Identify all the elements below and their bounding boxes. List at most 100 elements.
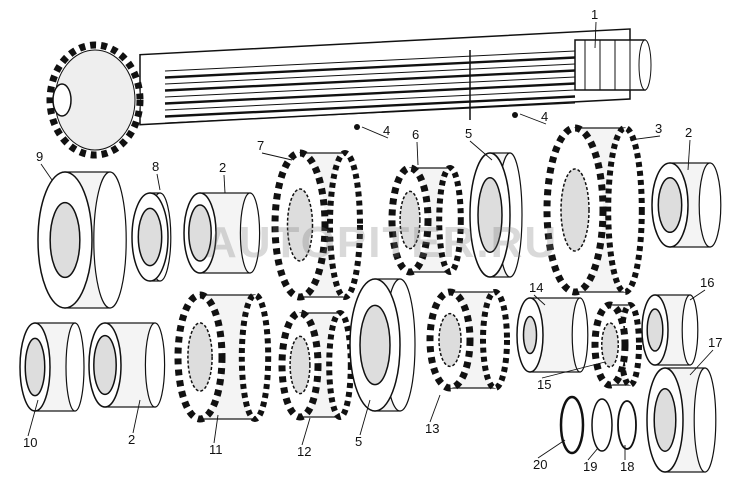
gear-6-bore [399, 190, 421, 250]
callout-leader [537, 439, 566, 459]
leader-lines [27, 21, 714, 461]
callout-label: 15 [537, 377, 552, 392]
callout-leader [132, 399, 141, 434]
gear-13-back [480, 289, 510, 391]
callout-leader [594, 21, 597, 49]
shaft-spline [164, 102, 576, 124]
callout-label: 3 [655, 121, 663, 136]
bearing-17-back [693, 367, 717, 473]
callout-label: 13 [425, 421, 440, 436]
bushing-2-right-back [698, 162, 722, 248]
callout-leader [587, 447, 599, 461]
shaft-end-face [638, 39, 652, 91]
synchro-5-lower-bore [359, 304, 391, 386]
bushing-2-lower-back [144, 322, 166, 408]
callout-leader [27, 399, 39, 437]
bushing-2-lower-bore [93, 334, 117, 396]
callout-label: 16 [700, 275, 715, 290]
bushing-14-bore [522, 315, 538, 355]
callout-leader [519, 113, 547, 125]
ring-19 [591, 398, 613, 452]
main-shaft [139, 28, 652, 126]
callout-leader [687, 139, 691, 171]
callout-leader [301, 417, 311, 446]
callout-leader [469, 140, 493, 161]
bushing-2-upper [183, 192, 261, 274]
shaft-spline [164, 76, 576, 98]
bearing-9-bore [49, 201, 81, 279]
gear-12-back [326, 310, 354, 420]
bushing-2-upper-back [239, 192, 261, 274]
gear-11-back [238, 292, 272, 422]
callout-leader [359, 399, 371, 436]
callout-label: 17 [708, 335, 723, 350]
synchro-5-lower [349, 278, 416, 412]
hub-15-bore [601, 322, 619, 368]
synchro-5-upper [469, 152, 523, 278]
shaft-splines [164, 50, 576, 124]
callout-label: 5 [465, 126, 473, 141]
shaft-spline [164, 63, 576, 85]
callout-label: 6 [412, 127, 420, 142]
parts-group [19, 112, 722, 473]
callout-label: 1 [591, 7, 599, 22]
bushing-16 [641, 294, 699, 366]
callout-label: 5 [355, 434, 363, 449]
gear-7-bore [286, 188, 314, 262]
callout-leader [416, 141, 419, 166]
callout-leader [213, 414, 219, 444]
shaft-spline [164, 50, 576, 72]
gear-11 [174, 291, 272, 423]
bearing-17-bore [653, 388, 677, 452]
bushing-14-back [571, 297, 589, 373]
ring-8 [131, 192, 172, 282]
gear-13-bore [438, 312, 462, 368]
gear-3-back [605, 125, 645, 295]
pin-4 [354, 124, 360, 130]
gear-6-back [436, 165, 464, 275]
bearing-9-back [93, 171, 127, 309]
pin-4 [512, 112, 518, 118]
callout-leader [156, 173, 161, 191]
callout-label: 2 [128, 432, 136, 447]
callout-leader [533, 294, 546, 306]
callout-label: 4 [541, 109, 549, 124]
callout-label: 19 [583, 459, 598, 474]
gear-3-bore [560, 168, 590, 252]
bearing-9 [37, 171, 127, 309]
callout-label: 12 [297, 444, 312, 459]
bushing-14 [516, 297, 589, 373]
shaft-body [139, 28, 631, 126]
callout-leader [361, 126, 389, 139]
callout-leader [429, 394, 441, 423]
callout-label: 2 [219, 160, 227, 175]
bushing-10-bore [24, 337, 46, 397]
bushing-2-right [651, 162, 722, 248]
bearing-17 [646, 367, 717, 473]
shaft-spline [164, 89, 576, 111]
callout-label: 14 [529, 280, 544, 295]
gear-7-back [327, 150, 363, 300]
gear-13 [426, 288, 510, 392]
callout-label: 4 [383, 123, 391, 138]
bushing-16-bore [646, 308, 664, 352]
bushing-16-back [681, 294, 699, 366]
shaft-spline [164, 95, 576, 118]
callout-label: 11 [209, 442, 223, 457]
callout-label: 10 [23, 435, 38, 450]
callout-leader [689, 289, 706, 301]
callout-label: 18 [620, 459, 635, 474]
synchro-5-upper-bore [477, 177, 503, 253]
callout-leader [629, 135, 661, 141]
callout-leader [541, 361, 606, 379]
bushing-10-back [65, 322, 85, 412]
pinion-bore [52, 83, 72, 117]
shaft-spline [164, 82, 576, 105]
callout-leader [223, 174, 226, 194]
callout-leader [689, 349, 714, 376]
gear-11-bore [187, 322, 213, 392]
bushing-2-lower [88, 322, 166, 408]
bushing-2-upper-bore [188, 204, 212, 262]
